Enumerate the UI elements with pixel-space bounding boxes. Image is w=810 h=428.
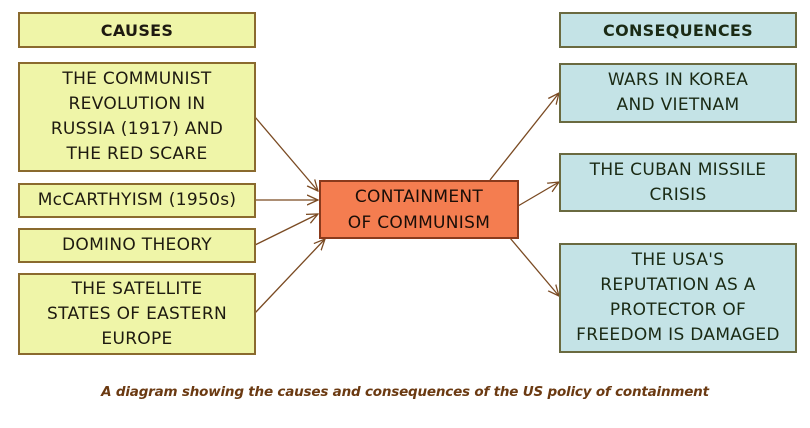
arrow-cause-3 — [254, 214, 318, 246]
consequence-text: WARS IN KOREA AND VIETNAM — [607, 70, 749, 115]
consequence-text: THE CUBAN MISSILE CRISIS — [589, 159, 767, 205]
cause-text: THE SATELLITE STATES OF EASTERN EUROPE — [47, 278, 227, 349]
arrow-conseq-3 — [509, 237, 559, 296]
cause-box-satellite-states: THE SATELLITE STATES OF EASTERN EUROPE — [18, 273, 256, 355]
arrow-cause-1 — [254, 116, 318, 191]
arrow-conseq-1 — [489, 93, 559, 181]
causes-header-label: CAUSES — [100, 20, 174, 40]
arrow-cause-4 — [254, 239, 325, 314]
consequences-header: CONSEQUENCES — [559, 12, 797, 48]
center-text: CONTAINMENT OF COMMUNISM — [347, 186, 491, 233]
consequence-box-reputation: THE USA'S REPUTATION AS A PROTECTOR OF F… — [559, 243, 797, 353]
consequence-text: THE USA'S REPUTATION AS A PROTECTOR OF F… — [576, 250, 780, 345]
cause-box-mccarthyism: McCARTHYISM (1950s) — [18, 183, 256, 218]
consequence-box-cuban-missile-crisis: THE CUBAN MISSILE CRISIS — [559, 153, 797, 212]
diagram-caption: A diagram showing the causes and consequ… — [101, 384, 709, 400]
cause-text: DOMINO THEORY — [62, 235, 212, 255]
center-box-containment: CONTAINMENT OF COMMUNISM — [319, 180, 519, 239]
consequence-box-wars: WARS IN KOREA AND VIETNAM — [559, 63, 797, 123]
arrow-conseq-2 — [517, 182, 559, 207]
consequences-header-label: CONSEQUENCES — [603, 20, 753, 40]
cause-text: THE COMMUNIST REVOLUTION IN RUSSIA (1917… — [50, 69, 224, 164]
cause-text: McCARTHYISM (1950s) — [37, 190, 237, 210]
cause-box-domino-theory: DOMINO THEORY — [18, 228, 256, 263]
cause-box-russian-revolution: THE COMMUNIST REVOLUTION IN RUSSIA (1917… — [18, 62, 256, 172]
causes-header: CAUSES — [18, 12, 256, 48]
